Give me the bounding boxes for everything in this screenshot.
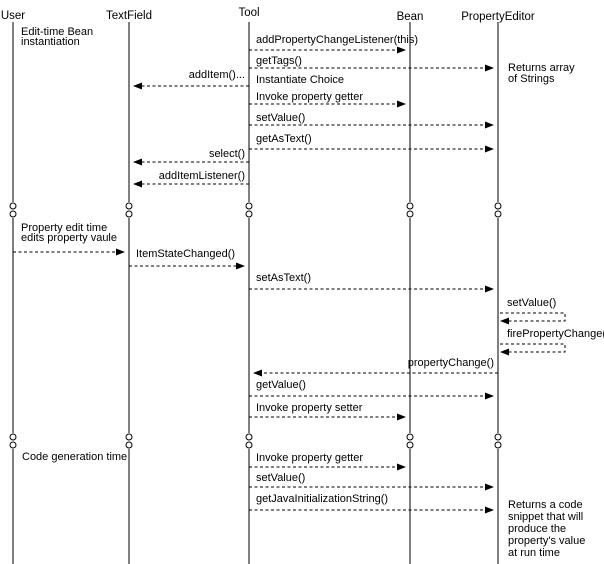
message-3-label: Invoke property getter bbox=[256, 91, 363, 103]
message-15-arrowhead bbox=[485, 483, 494, 491]
lifeline-break-circle-user-0-1 bbox=[9, 210, 17, 218]
message-0-arrowhead bbox=[397, 46, 406, 54]
phase-note-edit-time-bean-instantiation-line-0: Edit-time Bean bbox=[21, 26, 93, 38]
message-15-label: setValue() bbox=[256, 472, 305, 484]
lifeline-break-circle-propertyeditor-0-1 bbox=[494, 210, 502, 218]
lifeline-label-propertyeditor: PropertyEditor bbox=[461, 11, 535, 23]
message-14-arrowhead bbox=[397, 463, 406, 471]
lifeline-break-circle-tool-0-1 bbox=[245, 210, 253, 218]
message-6-arrowhead bbox=[133, 158, 142, 166]
message-11-label: propertyChange() bbox=[408, 357, 494, 369]
annotation-returns-code-snippet-line-0: Returns a code bbox=[508, 499, 583, 511]
lifeline-break-circle-bean-1-1 bbox=[406, 441, 414, 449]
lifeline-break-circle-bean-1-0 bbox=[406, 433, 414, 441]
message-2-label: addItem()... bbox=[189, 69, 245, 81]
lifeline-label-bean: Bean bbox=[397, 11, 424, 23]
phase-note-property-edit-time-line-1: edits property vaule bbox=[21, 232, 117, 244]
phase-note-code-generation-time-line-0: Code generation time bbox=[22, 451, 127, 463]
lifeline-break-circle-textfield-0-1 bbox=[125, 210, 133, 218]
lifeline-break-circle-textfield-1-1 bbox=[125, 441, 133, 449]
annotation-returns-array-of-strings-line-1: of Strings bbox=[508, 73, 555, 85]
message-9-label: ItemStateChanged() bbox=[136, 248, 235, 260]
message-0-label: addPropertyChangeListener(this) bbox=[256, 34, 418, 46]
message-4-label: setValue() bbox=[256, 112, 305, 124]
lifeline-break-circle-bean-0-0 bbox=[406, 202, 414, 210]
annotation-instantiate-choice-line-0: Instantiate Choice bbox=[256, 74, 344, 86]
message-10-arrowhead bbox=[485, 285, 494, 293]
message-12-label: getValue() bbox=[256, 379, 306, 391]
lifeline-break-circle-textfield-0-0 bbox=[125, 202, 133, 210]
message-8-arrowhead bbox=[116, 248, 125, 256]
message-3-arrowhead bbox=[397, 100, 406, 108]
message-5-arrowhead bbox=[485, 145, 494, 153]
annotation-returns-code-snippet-line-1: snippet that will bbox=[508, 511, 583, 523]
message-2-arrowhead bbox=[133, 82, 142, 90]
lifeline-label-user: User bbox=[1, 10, 25, 22]
message-4-arrowhead bbox=[485, 121, 494, 129]
lifeline-break-circle-propertyeditor-1-0 bbox=[494, 433, 502, 441]
lifeline-break-circle-propertyeditor-0-0 bbox=[494, 202, 502, 210]
phase-note-property-edit-time-line-0: Property edit time bbox=[21, 222, 107, 234]
message-1-label: getTags() bbox=[256, 55, 302, 67]
self-message-0-arrowhead bbox=[500, 317, 509, 325]
lifeline-label-textfield: TextField bbox=[106, 10, 152, 22]
message-16-label: getJavaInitializationString() bbox=[256, 493, 388, 505]
message-12-arrowhead bbox=[485, 392, 494, 400]
message-10-label: setAsText() bbox=[256, 272, 311, 284]
message-7-arrowhead bbox=[133, 180, 142, 188]
self-message-1-label: firePropertyChange() bbox=[507, 328, 604, 340]
annotation-returns-code-snippet-line-2: produce the bbox=[508, 523, 566, 535]
self-message-1-arrowhead bbox=[500, 348, 509, 356]
message-13-label: Invoke property setter bbox=[256, 402, 363, 414]
message-11-arrowhead bbox=[253, 369, 262, 377]
lifeline-label-tool: Tool bbox=[238, 7, 259, 19]
self-message-1-loop bbox=[500, 343, 566, 353]
lifeline-break-circle-tool-1-1 bbox=[245, 441, 253, 449]
lifeline-break-circle-bean-0-1 bbox=[406, 210, 414, 218]
message-7-label: addItemListener() bbox=[159, 170, 245, 182]
message-13-arrowhead bbox=[397, 413, 406, 421]
message-1-arrowhead bbox=[485, 64, 494, 72]
annotation-returns-array-of-strings-line-0: Returns array bbox=[508, 62, 575, 74]
message-16-arrowhead bbox=[485, 506, 494, 514]
lifeline-break-circle-user-1-1 bbox=[9, 441, 17, 449]
message-6-label: select() bbox=[209, 148, 245, 160]
message-14-label: Invoke property getter bbox=[256, 452, 363, 464]
lifeline-break-circle-user-0-0 bbox=[9, 202, 17, 210]
phase-note-edit-time-bean-instantiation-line-1: instantiation bbox=[21, 36, 80, 48]
annotation-returns-code-snippet-line-3: property's value bbox=[508, 535, 585, 547]
message-9-arrowhead bbox=[236, 262, 245, 270]
message-5-label: getAsText() bbox=[256, 133, 312, 145]
lifeline-break-circle-textfield-1-0 bbox=[125, 433, 133, 441]
annotation-returns-code-snippet-line-4: at run time bbox=[508, 547, 560, 559]
lifeline-break-circle-user-1-0 bbox=[9, 433, 17, 441]
self-message-0-label: setValue() bbox=[507, 297, 556, 309]
lifeline-break-circle-tool-1-0 bbox=[245, 433, 253, 441]
self-message-0-loop bbox=[500, 312, 566, 322]
lifeline-break-circle-tool-0-0 bbox=[245, 202, 253, 210]
lifeline-break-circle-propertyeditor-1-1 bbox=[494, 441, 502, 449]
